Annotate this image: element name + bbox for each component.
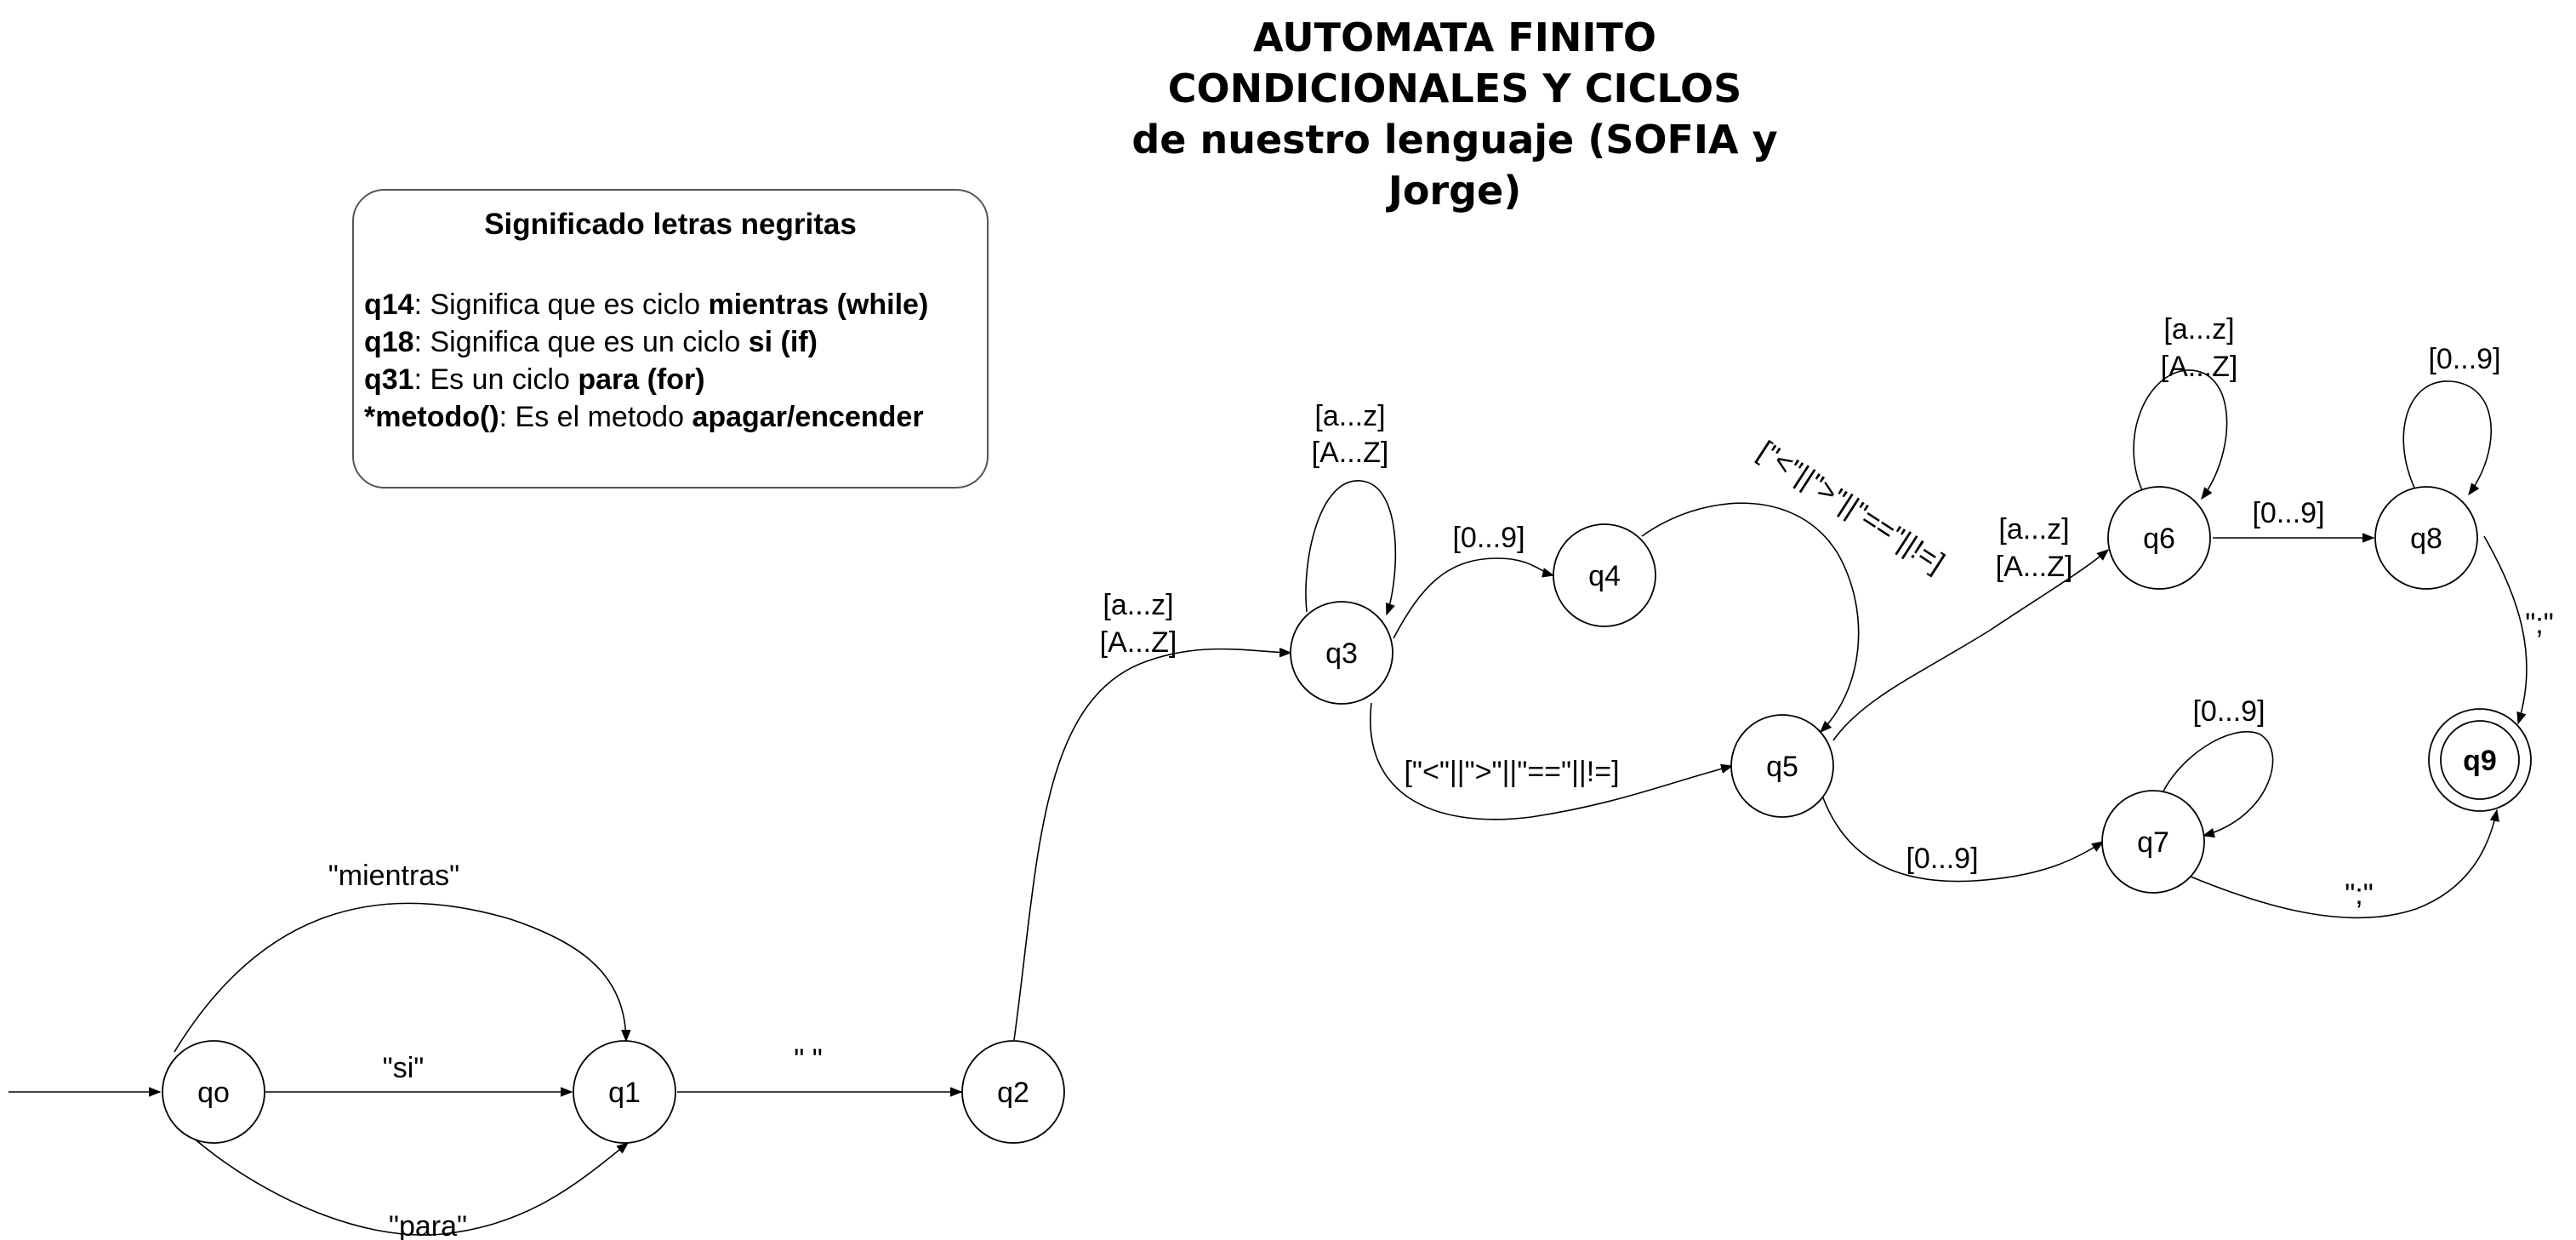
state-q5-label: q5: [1766, 751, 1798, 783]
legend-bold: apagar/encender: [692, 401, 924, 433]
state-qo[interactable]: qo: [162, 1040, 265, 1144]
label-q6-loop-lower: [a...z]: [2163, 313, 2234, 346]
state-q5[interactable]: q5: [1730, 714, 1834, 818]
label-q3-loop-lower: [a...z]: [1314, 400, 1385, 432]
edge-q2-q3: [1013, 647, 1292, 1041]
legend-title: Significado letras negritas: [484, 208, 857, 241]
state-q6[interactable]: q6: [2107, 486, 2211, 590]
state-q9-final[interactable]: q9: [2428, 708, 2532, 812]
label-q5-q6-upper: [A...Z]: [1996, 551, 2073, 583]
state-q3[interactable]: q3: [1290, 601, 1393, 705]
label-qo-q1-para: "para": [389, 1210, 467, 1240]
edge-q3-loop: [1305, 480, 1397, 616]
legend-key: q18: [364, 326, 414, 358]
legend-box: Significado letras negritas q14: Signifi…: [352, 189, 989, 489]
label-q1-q2: " ": [794, 1043, 823, 1076]
legend-line: q14: Significa que es ciclo mientras (wh…: [364, 286, 928, 323]
state-qo-label: qo: [197, 1077, 230, 1109]
legend-key: q14: [364, 289, 414, 321]
edge-q3-q4: [1393, 557, 1555, 639]
legend-bold: para (for): [578, 363, 705, 396]
legend-key: *metodo(): [364, 401, 499, 433]
label-q6-q8: [0...9]: [2252, 497, 2324, 529]
states: qo q1 q2 q3 q4 q5 q6 q7: [162, 486, 2532, 1144]
title-line-4: Jorge): [1388, 168, 1522, 214]
state-q1-label: q1: [608, 1077, 641, 1109]
edge-q3-q5: [1370, 702, 1734, 820]
state-q7[interactable]: q7: [2101, 790, 2205, 894]
label-q5-q7: [0...9]: [1906, 843, 1978, 875]
label-q2-q3-lower: [a...z]: [1103, 589, 1173, 621]
label-q3-q5: ["<"||">"||"=="||!=]: [1404, 756, 1619, 788]
legend-line: q18: Significa que es un ciclo si (if): [364, 323, 928, 361]
edge-q5-q6: [1832, 549, 2110, 741]
label-q8-q9: ";": [2525, 608, 2554, 640]
legend-text: : Significa que es ciclo: [413, 289, 709, 321]
title-line-1: AUTOMATA FINITO: [1253, 14, 1656, 60]
label-q2-q3-upper: [A...Z]: [1100, 626, 1177, 659]
edges: [9, 369, 2528, 1236]
edge-q4-q5: [1641, 502, 1860, 734]
label-q6-loop-upper: [A...Z]: [2161, 351, 2238, 383]
state-q8[interactable]: q8: [2374, 486, 2478, 590]
edge-q7-loop: [2160, 731, 2274, 838]
state-q2-label: q2: [997, 1077, 1029, 1109]
legend-bold: si (if): [748, 326, 818, 358]
state-q1[interactable]: q1: [573, 1040, 676, 1144]
legend-text: : Es el metodo: [499, 401, 692, 433]
legend-lines: q14: Significa que es ciclo mientras (wh…: [364, 286, 928, 436]
edge-q7-q9: [2190, 809, 2499, 919]
label-q7-q9: ";": [2345, 878, 2374, 911]
title-line-2: CONDICIONALES Y CICLOS: [1167, 66, 1742, 111]
edge-qo-q1-mientras: [174, 902, 631, 1053]
label-q4-q5: ["<"||">"||"=="||!=]: [1752, 435, 1951, 580]
label-q3-q4: [0...9]: [1452, 522, 1525, 554]
edge-q8-loop: [2402, 380, 2492, 496]
edge-q5-q7: [1821, 795, 2105, 883]
legend-text: : Es un ciclo: [413, 363, 578, 396]
state-q4-label: q4: [1588, 560, 1621, 592]
edge-qo-q1-para: [191, 1135, 630, 1236]
state-q8-label: q8: [2410, 523, 2442, 555]
label-q5-q6-lower: [a...z]: [1998, 513, 2069, 546]
label-q3-loop-upper: [A...Z]: [1312, 437, 1389, 469]
label-qo-q1-si: "si": [383, 1052, 425, 1084]
state-q6-label: q6: [2143, 523, 2175, 555]
edge-q8-q9: [2483, 535, 2528, 725]
legend-bold: mientras (while): [708, 289, 929, 321]
state-q3-label: q3: [1325, 637, 1358, 670]
diagram-title: AUTOMATA FINITO CONDICIONALES Y CICLOS d…: [1097, 12, 1812, 216]
state-q4[interactable]: q4: [1553, 523, 1656, 627]
state-q7-label: q7: [2137, 826, 2169, 859]
legend-key: q31: [364, 363, 414, 396]
label-qo-q1-mientras: "mientras": [328, 860, 460, 892]
edge-q6-loop: [2133, 369, 2228, 500]
label-q7-loop: [0...9]: [2192, 695, 2265, 728]
legend-line: q31: Es un ciclo para (for): [364, 361, 928, 398]
state-q9-label: q9: [2463, 745, 2497, 777]
title-line-3: de nuestro lenguaje (SOFIA y: [1131, 117, 1778, 163]
state-q2[interactable]: q2: [961, 1040, 1065, 1144]
legend-text: : Significa que es un ciclo: [413, 326, 749, 358]
legend-line: *metodo(): Es el metodo apagar/encender: [364, 398, 928, 436]
label-q8-loop: [0...9]: [2428, 343, 2500, 375]
